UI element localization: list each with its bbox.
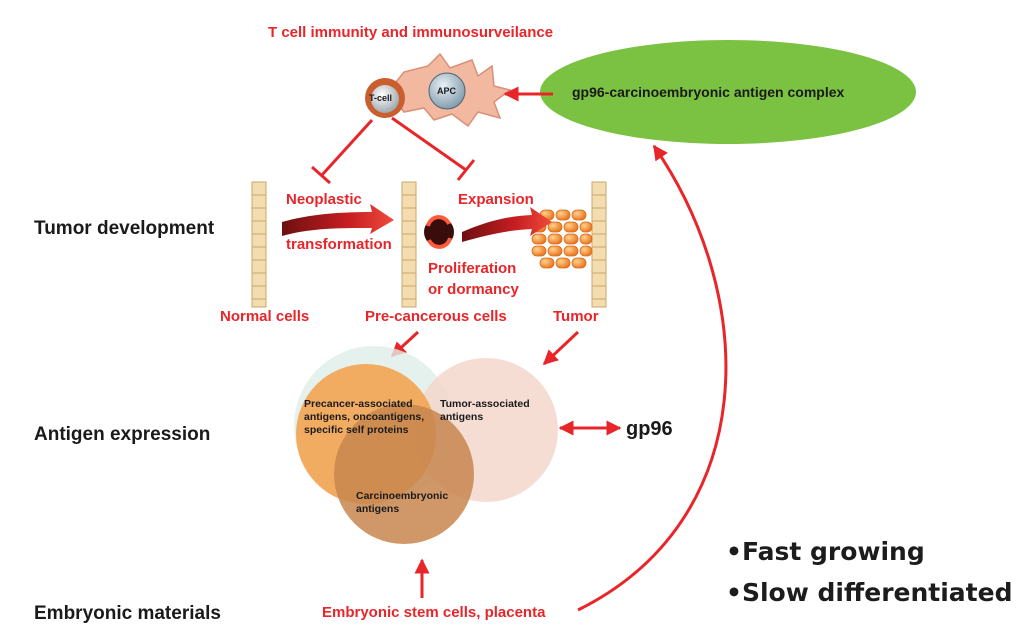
complex-ellipse (540, 40, 916, 144)
row-embryonic-materials: Embryonic materials (34, 603, 221, 624)
gp96-label: gp96 (626, 418, 673, 440)
inhibit-expansion-bar (456, 159, 476, 181)
inhibit-neoplastic-line (320, 118, 374, 177)
tumor-antigens-text: Tumor-associated antigens (440, 398, 530, 423)
normal-cells-column (251, 181, 267, 308)
complex-label: gp96-carcinoembryonic antigen complex (572, 84, 845, 100)
inhibit-expansion-line (391, 116, 467, 172)
neoplastic-transformation-arrow (282, 204, 394, 236)
stage-precancerous-cells: Pre-cancerous cells (365, 308, 507, 325)
inhibit-neoplastic-bar (311, 165, 331, 185)
neoplastic-label-line1: Neoplastic (286, 191, 362, 208)
embryonic-to-complex-curve (577, 144, 728, 612)
embryonic-source-label: Embryonic stem cells, placenta (322, 604, 546, 621)
apc-label: APC (437, 86, 457, 96)
proliferation-label-line1: Proliferation (428, 260, 517, 277)
t-cell-label: T-cell (369, 93, 393, 103)
proliferation-cycle-icon (424, 215, 454, 249)
expansion-label: Expansion (458, 191, 534, 208)
apc-nucleus (428, 72, 466, 110)
tumor-column (591, 181, 607, 308)
neoplastic-label-line2: transformation (286, 236, 392, 253)
carcinoembryonic-antigens-text: Carcinoembryonic antigens (356, 490, 449, 515)
carcinoembryonic-circle (334, 404, 474, 544)
tumor-to-circle-arrow (542, 330, 580, 366)
bullet-fast-growing: •Fast growing (726, 537, 925, 566)
expansion-arrow (462, 207, 552, 242)
bullet-slow-differentiated: •Slow differentiated (726, 578, 1013, 607)
top-label: T cell immunity and immunosurveilance (268, 24, 554, 41)
proliferation-label-line2: or dormancy (428, 281, 519, 298)
row-tumor-development: Tumor development (34, 218, 215, 239)
stage-normal-cells: Normal cells (220, 308, 310, 325)
row-antigen-expression: Antigen expression (34, 424, 211, 445)
precancer-antigens-text: Precancer-associated antigens, oncoantig… (304, 398, 425, 436)
stage-tumor: Tumor (553, 308, 599, 325)
t-cell-nucleus (371, 85, 399, 113)
tumor-cell-cluster (531, 209, 593, 269)
precancerous-cells-column (401, 181, 417, 308)
